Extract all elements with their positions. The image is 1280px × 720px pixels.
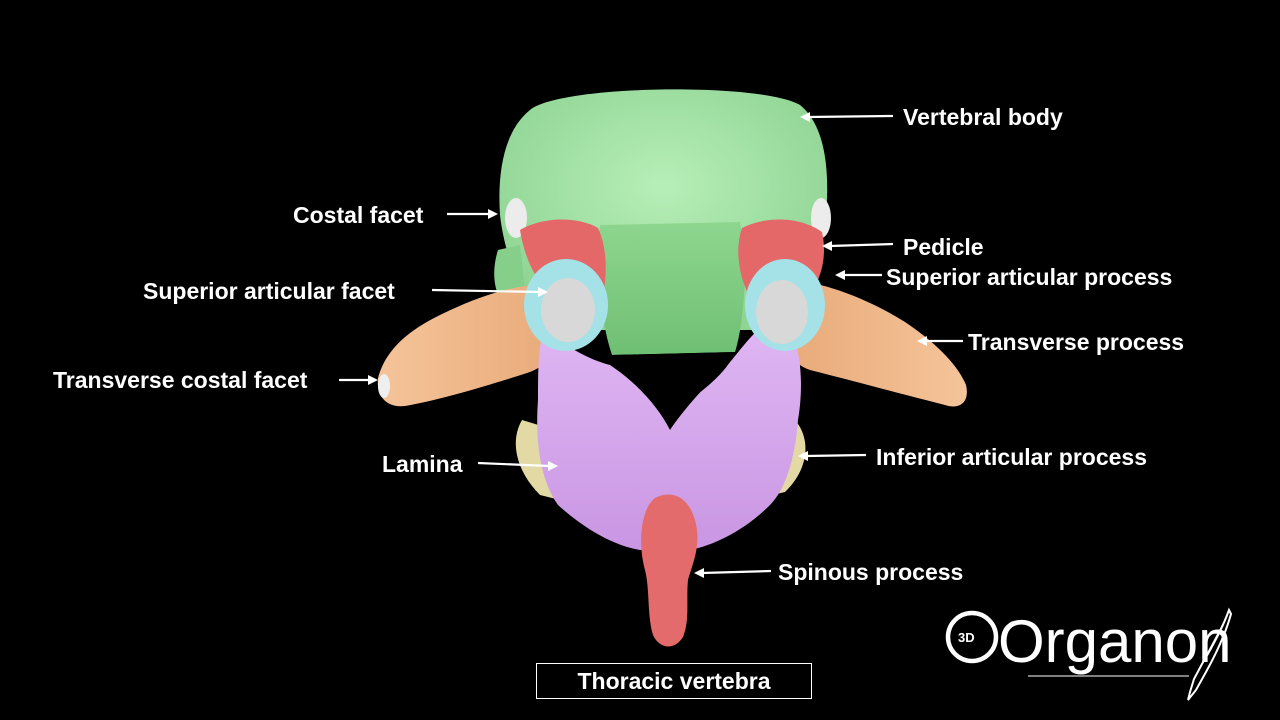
- transverse-costal-facet: [378, 374, 390, 398]
- label-transverse-process: Transverse process: [968, 329, 1184, 355]
- logo-wordmark: Organon: [998, 608, 1232, 675]
- transverse-process-left: [377, 285, 566, 407]
- logo-prefix: 3D: [958, 630, 975, 645]
- label-transverse-costal-facet: Transverse costal facet: [53, 367, 308, 393]
- label-vertebral-body: Vertebral body: [903, 104, 1063, 130]
- organon-logo-graphic: 3D Organon: [945, 607, 1233, 701]
- label-spinous-process: Spinous process: [778, 559, 963, 585]
- label-arrows: [339, 112, 963, 578]
- caption-box: Thoracic vertebra: [536, 663, 812, 699]
- label-lamina: Lamina: [382, 451, 463, 477]
- label-superior-articular-process: Superior articular process: [886, 264, 1172, 290]
- label-superior-articular-facet: Superior articular facet: [143, 278, 395, 304]
- vertebral-body-lower-face: [598, 222, 745, 355]
- transverse-process-right: [779, 280, 967, 407]
- costal-facet-right: [811, 198, 831, 238]
- lamina: [537, 320, 801, 550]
- superior-articular-facet-left: [541, 278, 595, 342]
- spinous-process: [641, 494, 698, 647]
- vertebral-foramen: [612, 352, 735, 425]
- label-inferior-articular-process: Inferior articular process: [876, 444, 1147, 470]
- organon-logo: 3D Organon: [944, 604, 1244, 704]
- label-costal-facet: Costal facet: [293, 202, 424, 228]
- costal-facet-left: [505, 198, 527, 238]
- caption-text: Thoracic vertebra: [577, 667, 771, 694]
- superior-articular-facet-right: [756, 280, 808, 344]
- label-pedicle: Pedicle: [903, 234, 984, 260]
